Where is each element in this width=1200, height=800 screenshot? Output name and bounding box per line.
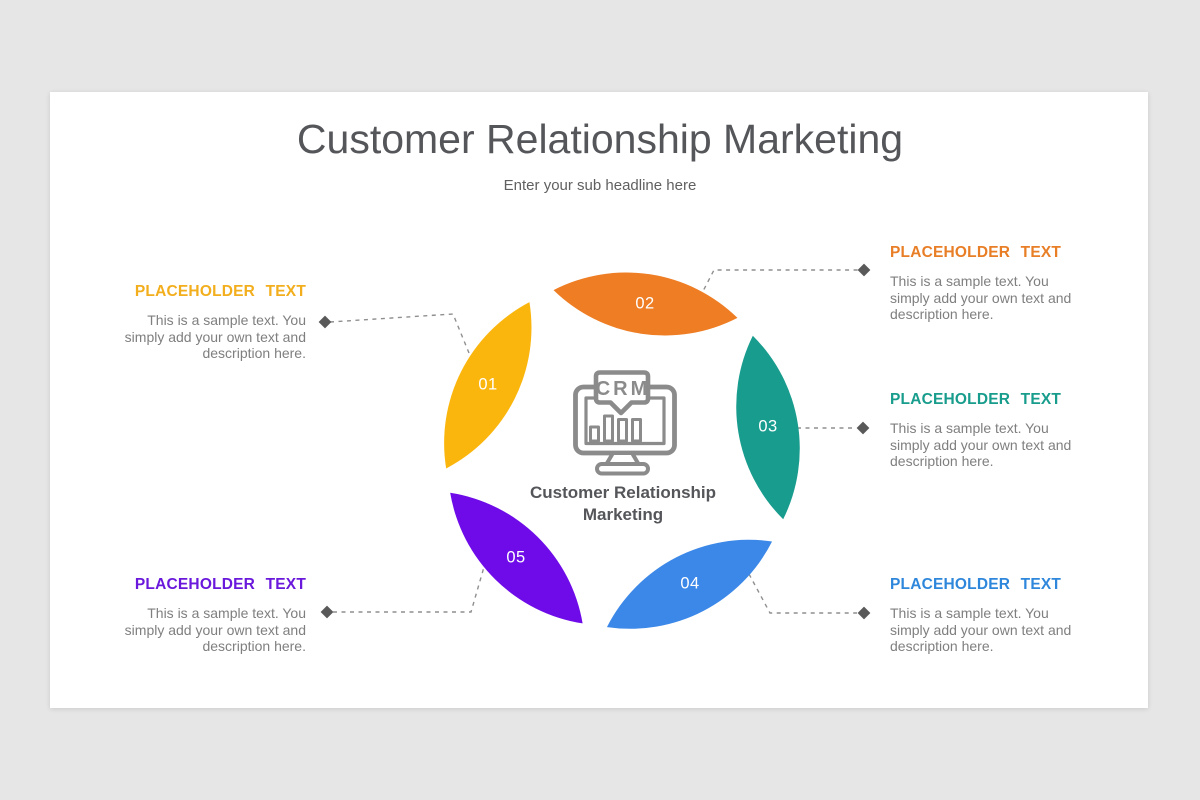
petal-number-02: 02 [635, 294, 655, 313]
petal-02 [553, 272, 738, 336]
center-label-line2: Marketing [582, 505, 664, 524]
diamond-02 [857, 263, 871, 277]
body-line: description here. [890, 638, 994, 654]
connector-02 [699, 269, 858, 298]
callout-03: PLACEHOLDER TEXT This is a sample text. … [890, 391, 1130, 470]
center-label-line1: Customer Relationship [529, 483, 717, 502]
body-line: description here. [890, 453, 994, 469]
body-line: description here. [202, 345, 306, 361]
callout-04: PLACEHOLDER TEXT This is a sample text. … [890, 576, 1130, 655]
body-line: This is a sample text. You [890, 605, 1049, 621]
connector-01 [329, 313, 470, 354]
callout-01-heading: PLACEHOLDER TEXT [134, 283, 306, 300]
petal-number-01: 01 [478, 375, 498, 394]
body-line: description here. [890, 306, 994, 322]
slide-subtitle: Enter your sub headline here [503, 177, 697, 194]
petal-number-03: 03 [758, 417, 778, 436]
callout-01-body: This is a sample text. You simply add yo… [66, 312, 306, 362]
crm-icon-label: CRM [596, 378, 651, 400]
diamond-04 [857, 606, 871, 620]
monitor-base [595, 462, 650, 476]
body-line: This is a sample text. You [890, 420, 1049, 436]
petal-05 [450, 492, 583, 624]
petal-03 [736, 335, 800, 520]
body-line: This is a sample text. You [147, 605, 306, 621]
petal-number-04: 04 [680, 574, 700, 593]
connector-04 [748, 573, 857, 614]
crm-monitor-icon: CRM [573, 370, 677, 476]
center-label: Customer Relationship Marketing [530, 482, 716, 526]
callout-04-body: This is a sample text. You simply add yo… [890, 605, 1130, 655]
body-line: simply add your own text and [890, 436, 1072, 453]
diamond-05 [320, 605, 334, 619]
petal-wheel [444, 272, 800, 629]
diamond-03 [856, 421, 870, 435]
body-line: simply add your own text and [124, 621, 306, 638]
body-line: This is a sample text. You [147, 312, 306, 328]
callout-01: PLACEHOLDER TEXT This is a sample text. … [66, 283, 306, 362]
body-line: simply add your own text and [890, 289, 1072, 306]
body-line: This is a sample text. You [890, 273, 1049, 289]
callout-05-heading: PLACEHOLDER TEXT [134, 576, 306, 593]
body-line: simply add your own text and [124, 328, 306, 345]
petal-04 [606, 539, 773, 629]
callout-02: PLACEHOLDER TEXT This is a sample text. … [890, 244, 1130, 323]
callout-05-body: This is a sample text. You simply add yo… [66, 605, 306, 655]
bar-chart-icon [589, 414, 642, 443]
crm-speech-bubble [593, 370, 651, 416]
callout-02-heading: PLACEHOLDER TEXT [890, 244, 1062, 261]
connector-05 [333, 566, 485, 613]
body-line: description here. [202, 638, 306, 654]
callout-05: PLACEHOLDER TEXT This is a sample text. … [66, 576, 306, 655]
petal-01 [444, 302, 532, 469]
body-line: simply add your own text and [890, 621, 1072, 638]
callout-03-heading: PLACEHOLDER TEXT [890, 391, 1062, 408]
callout-04-heading: PLACEHOLDER TEXT [890, 576, 1062, 593]
diamond-01 [318, 315, 332, 329]
slide-title: Customer Relationship Marketing [296, 116, 904, 162]
callout-02-body: This is a sample text. You simply add yo… [890, 273, 1130, 323]
connector-lines [329, 269, 858, 614]
callout-03-body: This is a sample text. You simply add yo… [890, 420, 1130, 470]
petal-number-05: 05 [506, 548, 526, 567]
